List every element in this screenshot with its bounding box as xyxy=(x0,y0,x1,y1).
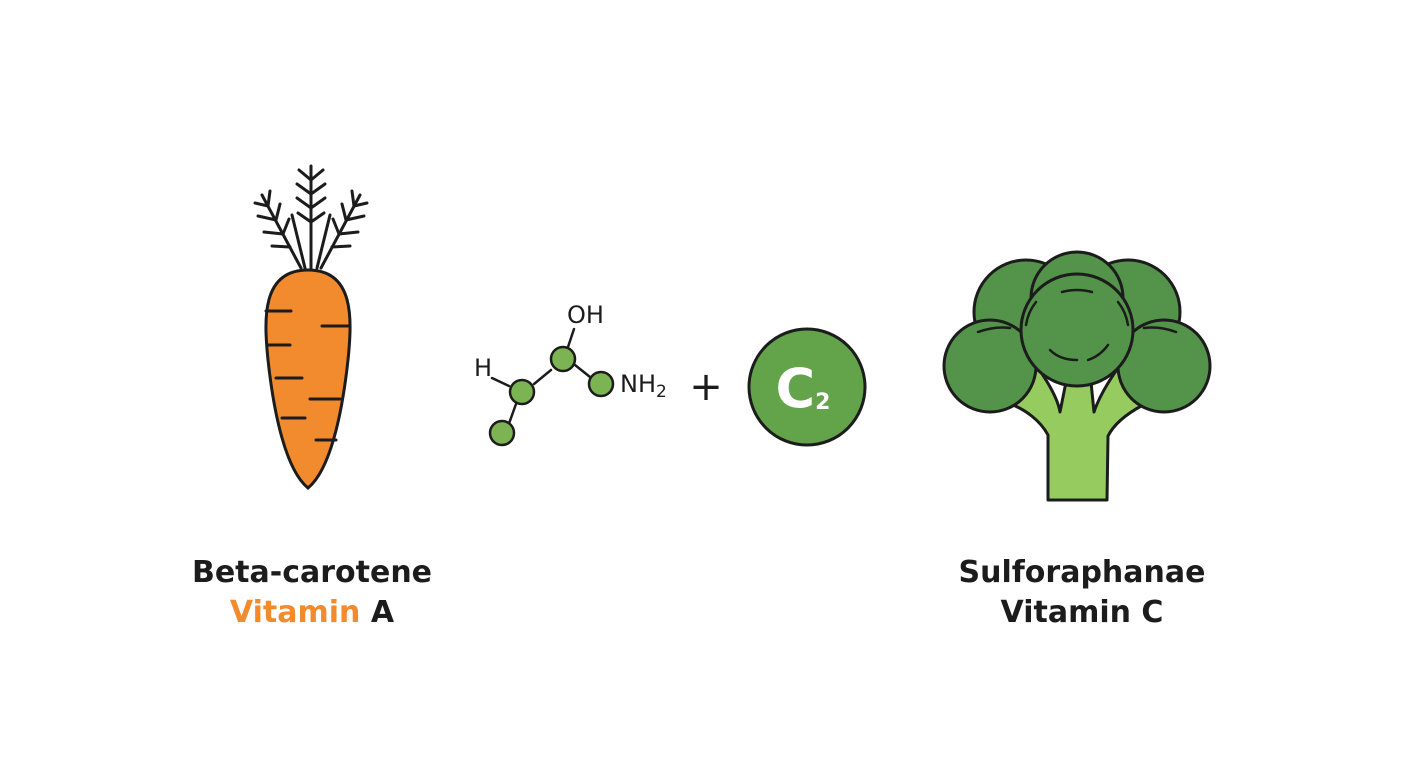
atom-node xyxy=(488,419,516,447)
broccoli-label-line2: Vitamin C xyxy=(1000,595,1164,630)
plus-operator: + xyxy=(689,364,723,410)
atom-node xyxy=(587,370,615,398)
badge-text: C2 xyxy=(776,357,831,420)
badge-circle xyxy=(747,327,867,447)
carrot-leaves xyxy=(253,164,369,270)
broccoli-detail-lines xyxy=(976,288,1178,362)
atom-node xyxy=(549,345,577,373)
carrot-label-accent: Vitamin xyxy=(229,595,361,630)
atom-node xyxy=(508,378,536,406)
carrot-ridges xyxy=(264,309,351,442)
c2-badge: C2 xyxy=(747,327,867,447)
carrot-label-rest: A xyxy=(370,595,395,630)
broccoli-label: Sulforaphanae Vitamin C xyxy=(945,553,1219,633)
atom-label-nh2-main: NH xyxy=(620,370,656,398)
molecule-atoms xyxy=(488,345,615,447)
broccoli-icon xyxy=(942,250,1212,502)
molecule-diagram: H OH NH2 xyxy=(474,301,667,447)
molecule-bonds xyxy=(490,327,592,434)
carrot-icon xyxy=(253,164,369,490)
atom-label-nh2-sub: 2 xyxy=(656,382,667,402)
broccoli-label-line1: Sulforaphanae xyxy=(958,555,1206,590)
carrot-label-line1: Beta-carotene xyxy=(191,555,433,590)
carrot-label-line2: Vitamin A xyxy=(180,593,444,633)
atom-label-oh: OH xyxy=(567,301,604,329)
badge-letter: C xyxy=(776,357,816,420)
carrot-label: Beta-carotene Vitamin A xyxy=(180,553,444,633)
atom-label-nh2: NH2 xyxy=(620,370,667,402)
badge-subscript: 2 xyxy=(815,390,830,415)
atom-label-h: H xyxy=(474,354,492,382)
broccoli-florets xyxy=(942,250,1212,414)
